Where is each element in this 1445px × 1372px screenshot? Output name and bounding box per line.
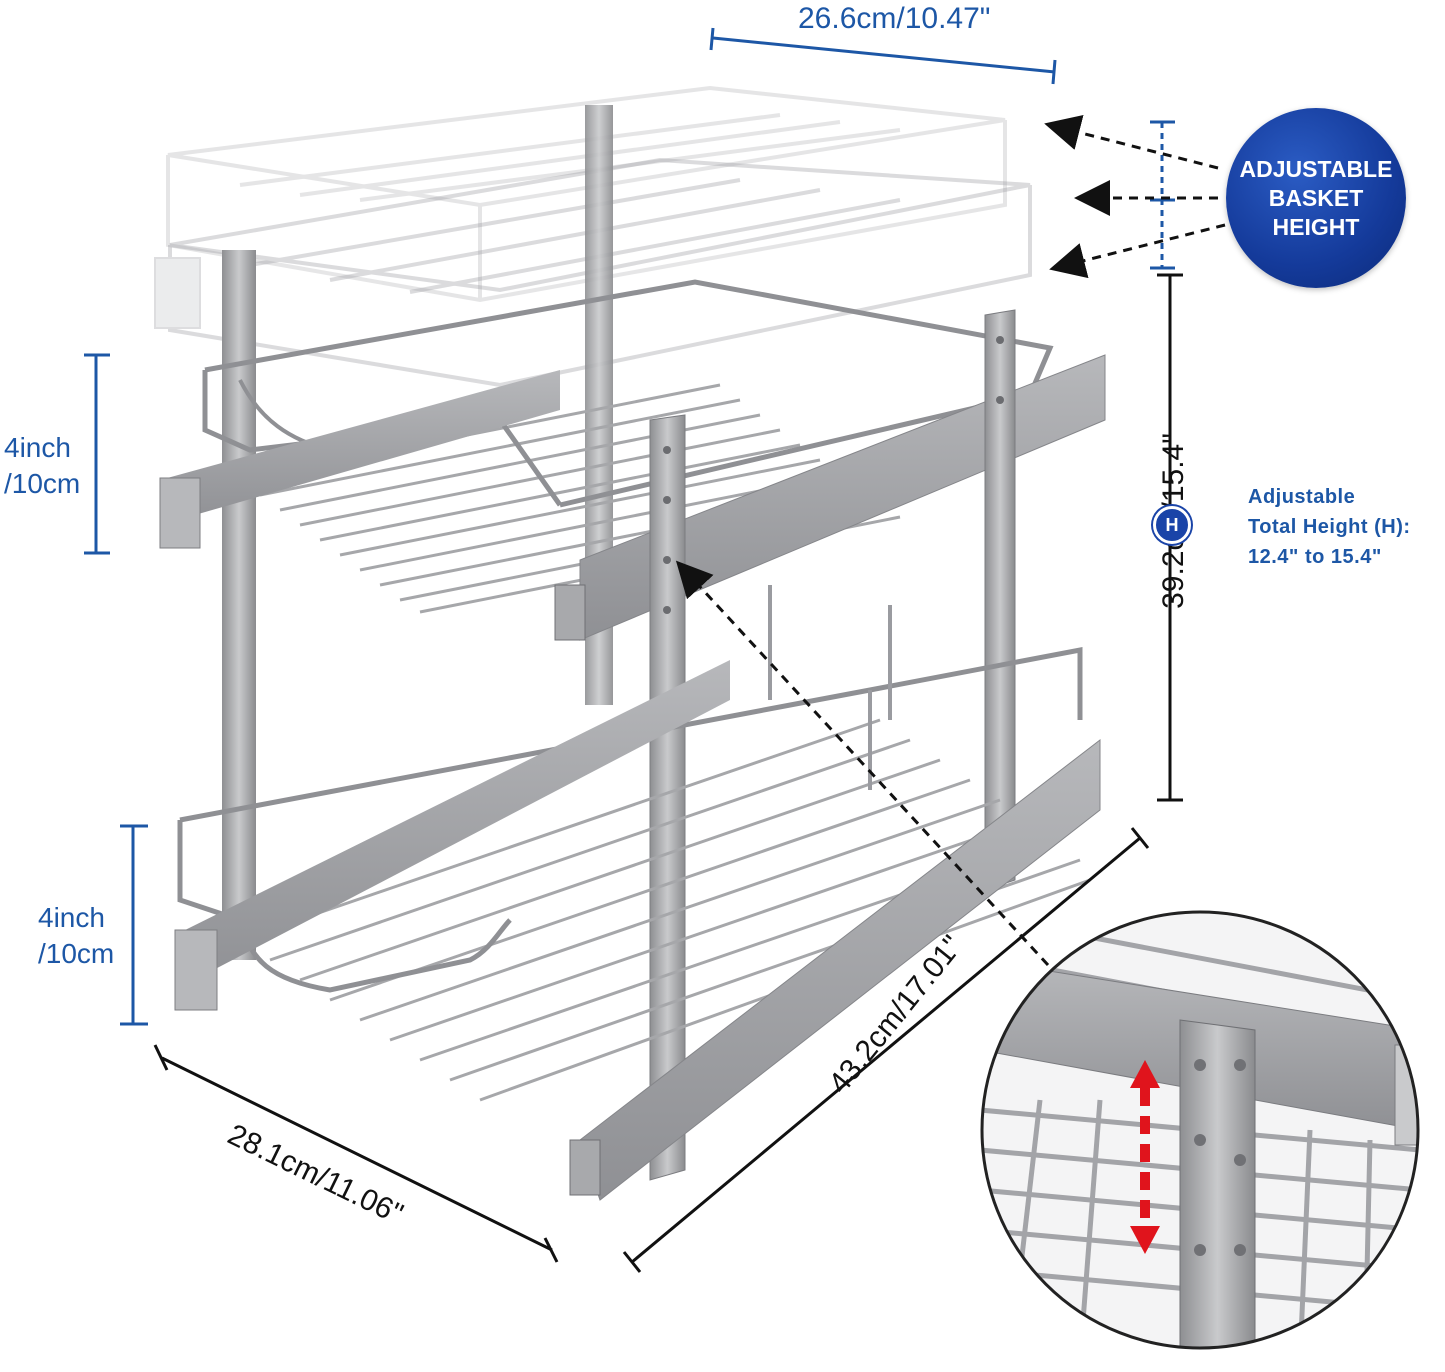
height-marker-icon: H [1153,506,1191,544]
badge-line2: BASKET [1268,184,1364,211]
detail-zoom-circle [980,910,1420,1350]
adjustable-total-height-note: Adjustable Total Height (H): 12.4" to 15… [1248,482,1411,572]
adjustable-total-line3: 12.4" to 15.4" [1248,546,1382,568]
adjustable-basket-height-badge: ADJUSTABLE BASKET HEIGHT [1226,108,1406,288]
lower-basket [174,585,1101,1201]
ghost-basket-middle [154,157,1032,388]
lower-basket-height-line2: /10cm [38,938,115,969]
top-width-label: 26.6cm/10.47" [798,2,991,35]
red-adjust-arrow [1130,1060,1160,1254]
ghost-basket-top [166,85,1007,303]
upper-basket [159,279,1106,641]
upper-basket-height-line2: /10cm [4,468,81,499]
upper-basket-height-line1: 4inch [4,432,71,463]
dimension-lines [84,27,1175,1026]
upper-basket-height-label: 4inch /10cm [4,430,80,502]
badge-pointer-arrows [675,115,1226,967]
front-posts [649,309,1016,1181]
adjustable-total-line1: Adjustable [1248,486,1356,508]
badge-line1: ADJUSTABLE [1239,155,1393,182]
badge-line3: HEIGHT [1272,213,1360,240]
lower-basket-height-line1: 4inch [38,902,105,933]
lower-basket-height-label: 4inch /10cm [38,900,114,972]
adjustable-total-line2: Total Height (H): [1248,516,1411,538]
